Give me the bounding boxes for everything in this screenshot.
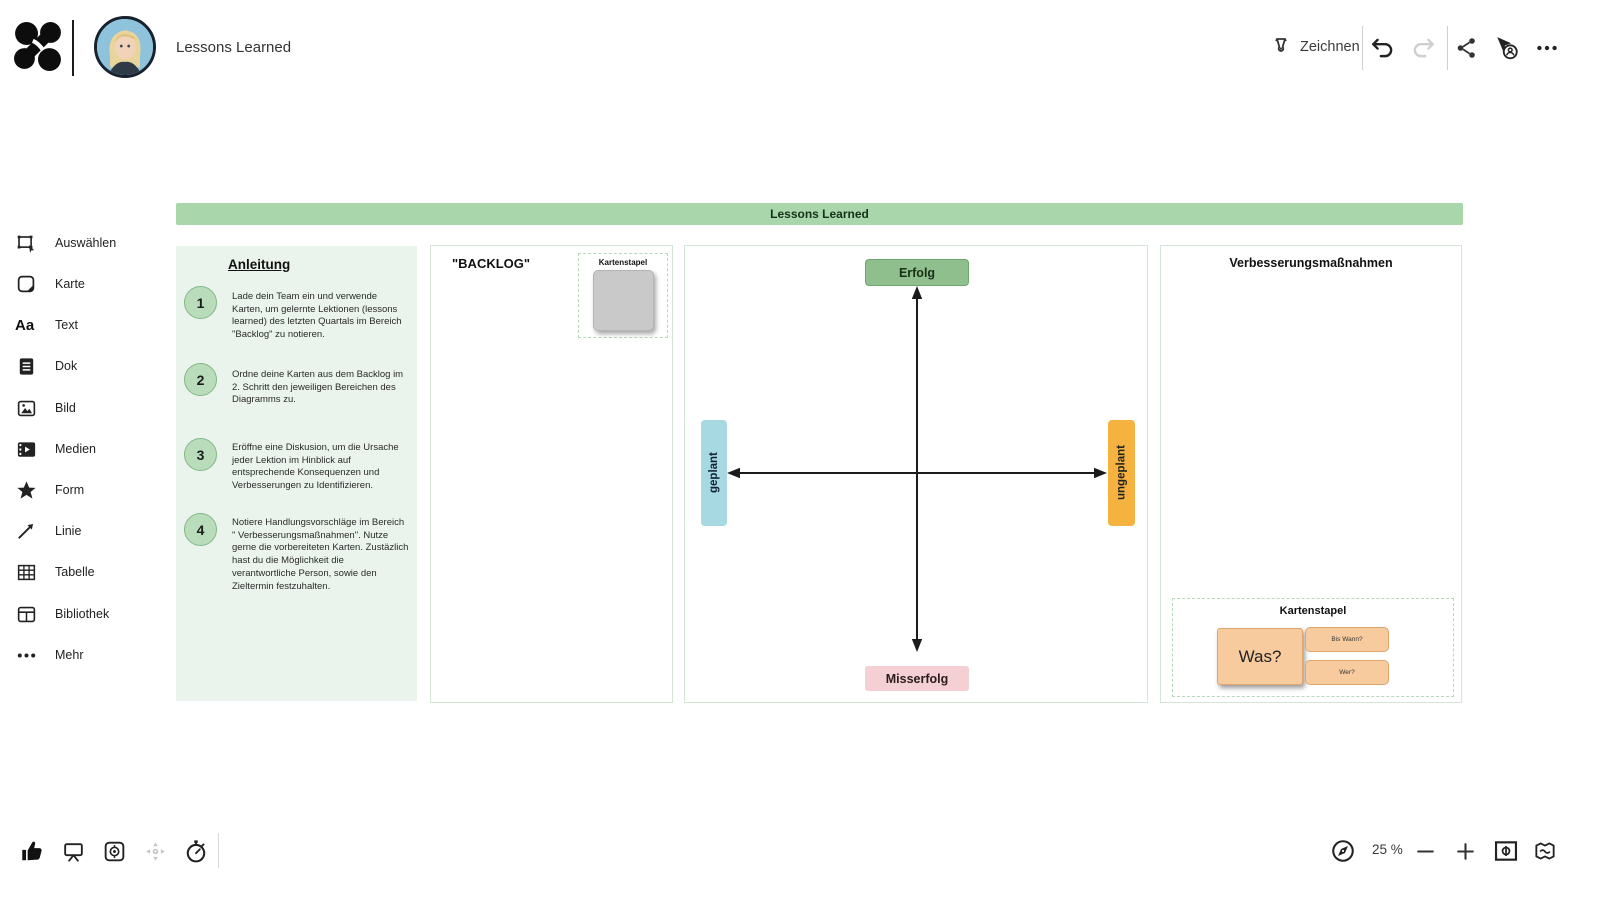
improvements-panel[interactable]: Verbesserungsmaßnahmen Kartenstapel Was?…	[1160, 245, 1462, 703]
library-icon	[14, 602, 38, 626]
timer-icon[interactable]	[181, 836, 211, 866]
sidebar-item-label: Form	[55, 483, 85, 497]
follow-user-icon[interactable]	[1492, 33, 1522, 63]
pen-icon[interactable]	[1266, 33, 1296, 63]
minimap-icon[interactable]	[1530, 836, 1560, 866]
user-avatar[interactable]	[94, 16, 156, 78]
sidebar-item-label: Bibliothek	[55, 607, 110, 621]
blank-card[interactable]	[593, 270, 654, 331]
sidebar-item-label: Text	[55, 318, 78, 332]
sidebar-item-text[interactable]: Aa Text	[14, 310, 164, 340]
sidebar-item-label: Medien	[55, 442, 96, 456]
improvements-title: Verbesserungsmaßnahmen	[1229, 256, 1393, 270]
banner-title: Lessons Learned	[770, 207, 869, 221]
sidebar-item-auswaehlen[interactable]: Auswählen	[14, 228, 164, 258]
step-number-badge: 1	[184, 286, 217, 319]
doc-icon	[14, 354, 38, 378]
toolbar-separator-2	[1447, 26, 1448, 70]
draw-mode-label[interactable]: Zeichnen	[1300, 39, 1360, 55]
bottom-divider	[218, 833, 219, 868]
sidebar-item-label: Auswählen	[55, 236, 117, 250]
fit-to-screen-icon[interactable]	[1491, 836, 1521, 866]
sidebar-item-bild[interactable]: Bild	[14, 393, 164, 423]
axis-label-unplanned[interactable]: ungeplant	[1108, 420, 1135, 526]
quadrant-diagram-panel[interactable]: Erfolg Misserfolg geplant ungeplant	[684, 245, 1148, 703]
card-stack-label: Kartenstapel	[1279, 605, 1347, 617]
shape-icon	[14, 478, 38, 502]
more-menu-icon[interactable]	[1532, 33, 1562, 63]
instructions-panel[interactable]: Anleitung 1 Lade dein Team ein und verwe…	[176, 246, 417, 701]
logo-divider	[72, 20, 74, 76]
step-text: Notiere Handlungsvorschläge im Bereich "…	[232, 517, 409, 592]
redo-icon[interactable]	[1408, 33, 1438, 63]
toolbar-separator	[1362, 26, 1363, 70]
pan-move-icon[interactable]	[140, 836, 170, 866]
board-title: Lessons Learned	[176, 39, 292, 56]
zoom-level-value[interactable]: 25 %	[1372, 842, 1403, 857]
svg-text:Aa: Aa	[15, 317, 35, 334]
thumbs-up-icon[interactable]	[17, 836, 47, 866]
backlog-card-stack[interactable]: Kartenstapel	[578, 253, 668, 338]
zoom-out-icon[interactable]	[1410, 836, 1440, 866]
sidebar-item-label: Linie	[55, 524, 82, 538]
card-stack-label: Kartenstapel	[598, 258, 648, 267]
presentation-icon[interactable]	[58, 836, 88, 866]
sidebar-item-dok[interactable]: Dok	[14, 351, 164, 381]
sidebar-item-label: Dok	[55, 359, 78, 373]
sidebar-item-form[interactable]: Form	[14, 475, 164, 505]
step-number-badge: 3	[184, 438, 217, 471]
backlog-panel[interactable]: "BACKLOG" Kartenstapel	[430, 245, 673, 703]
board-banner[interactable]: Lessons Learned	[176, 203, 1463, 225]
step-text: Ordne deine Karten aus dem Backlog im 2.…	[232, 369, 404, 406]
table-icon	[14, 560, 38, 584]
step-text: Eröffne eine Diskusion, um die Ursache j…	[232, 442, 399, 492]
media-icon	[14, 437, 38, 461]
step-text: Lade dein Team ein und verwende Karten, …	[232, 291, 402, 341]
locate-target-icon[interactable]	[99, 836, 129, 866]
card-icon	[14, 272, 38, 296]
sidebar-item-label: Mehr	[55, 648, 84, 662]
zoom-in-icon[interactable]	[1450, 836, 1480, 866]
sidebar-item-mehr[interactable]: Mehr	[14, 640, 164, 670]
axis-label-failure[interactable]: Misserfolg	[865, 666, 969, 691]
share-icon[interactable]	[1452, 33, 1482, 63]
card-when[interactable]: Bis Wann?	[1305, 627, 1389, 652]
step-number-badge: 4	[184, 513, 217, 546]
app-logo-icon[interactable]	[13, 20, 63, 72]
sidebar-item-label: Bild	[55, 401, 76, 415]
step-number-badge: 2	[184, 363, 217, 396]
more-icon	[14, 643, 38, 667]
sidebar-item-label: Karte	[55, 277, 85, 291]
sidebar-item-label: Tabelle	[55, 565, 95, 579]
undo-icon[interactable]	[1368, 33, 1398, 63]
instructions-title: Anleitung	[228, 257, 291, 272]
top-bar: Lessons Learned Zeichnen	[0, 0, 1600, 96]
card-who[interactable]: Wer?	[1305, 660, 1389, 685]
text-icon: Aa	[14, 313, 38, 337]
image-icon	[14, 396, 38, 420]
card-what[interactable]: Was?	[1217, 628, 1303, 685]
sidebar-item-bibliothek[interactable]: Bibliothek	[14, 599, 164, 629]
sidebar-item-tabelle[interactable]: Tabelle	[14, 557, 164, 587]
sidebar-item-karte[interactable]: Karte	[14, 269, 164, 299]
axis-label-planned[interactable]: geplant	[701, 420, 727, 526]
axes-cross	[727, 286, 1107, 652]
improvements-card-stack[interactable]: Kartenstapel Was? Bis Wann? Wer?	[1172, 598, 1454, 697]
select-icon	[14, 231, 38, 255]
line-icon	[14, 519, 38, 543]
backlog-title: "BACKLOG"	[452, 256, 531, 271]
compass-icon[interactable]	[1328, 836, 1358, 866]
sidebar-item-medien[interactable]: Medien	[14, 434, 164, 464]
axis-label-success[interactable]: Erfolg	[865, 259, 969, 286]
sidebar-item-linie[interactable]: Linie	[14, 516, 164, 546]
